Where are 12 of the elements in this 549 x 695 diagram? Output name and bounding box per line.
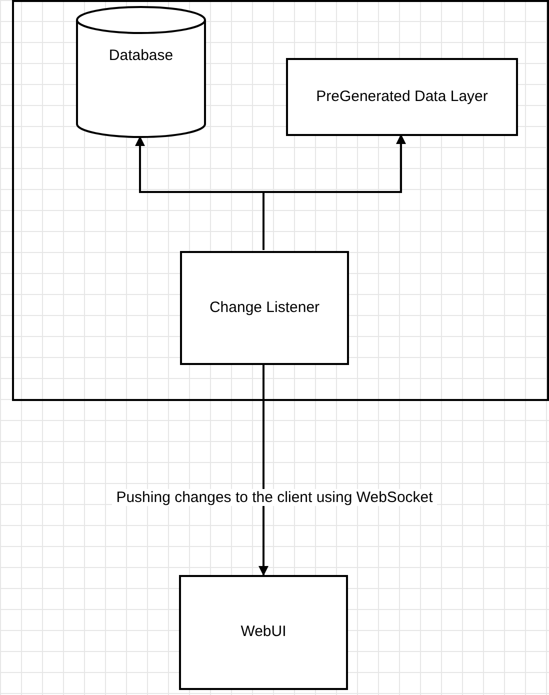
- database-cylinder: [76, 6, 206, 138]
- process-box: [179, 575, 348, 690]
- process-box: [286, 58, 518, 136]
- container-box: [12, 0, 549, 401]
- arrow: [258, 364, 268, 576]
- node-label: WebUI: [240, 622, 286, 642]
- node-label: Database: [108, 46, 174, 66]
- edge-label: Pushing changes to the client using WebSocket: [0, 487, 549, 510]
- arrow: [262, 134, 406, 250]
- process-box: [180, 251, 349, 365]
- node-label: PreGenerated Data Layer: [316, 86, 488, 107]
- node-label: Change Listener: [209, 298, 320, 318]
